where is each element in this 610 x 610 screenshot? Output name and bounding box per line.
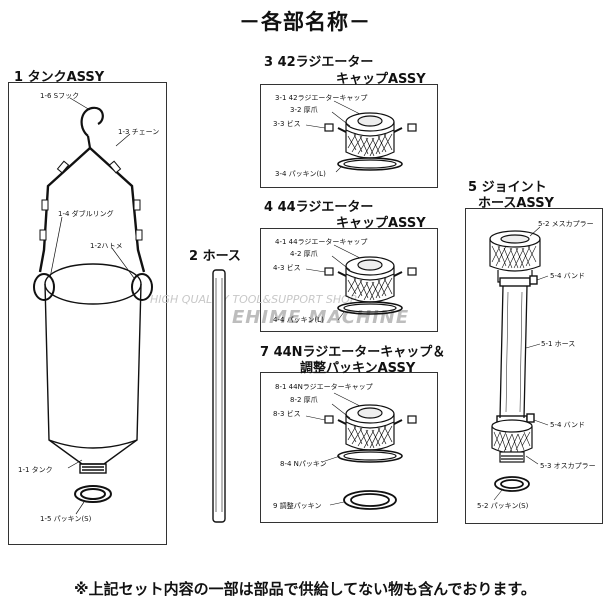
double-ring-icon	[33, 273, 153, 301]
label-cap42-claw: 3-2 厚爪	[290, 106, 318, 114]
label-cap44n-claw: 8-2 厚爪	[290, 396, 318, 404]
label-cap44-screw: 4-3 ビス	[273, 264, 301, 272]
packing-s-joint-icon	[494, 476, 530, 492]
label-cap42-packing: 3-4 パッキン(L)	[275, 170, 326, 178]
section-cap44-line1: 4 44ラジエーター	[264, 200, 374, 215]
radiator-cap-44n-icon	[324, 404, 417, 463]
female-coupler-icon	[489, 230, 541, 283]
cap42-assy-box	[260, 84, 438, 188]
label-female-coupler: 5-2 メスカプラー	[538, 220, 594, 228]
radiator-cap-44-icon	[324, 256, 417, 315]
packing-s-icon	[74, 485, 112, 503]
label-cap44-packing: 4-4 パッキン(L)	[273, 316, 324, 324]
label-packing-s: 1-5 パッキン(S)	[40, 515, 92, 523]
label-male-coupler: 5-3 オスカプラー	[540, 462, 596, 470]
joint-hose-icon	[499, 285, 528, 419]
label-cap44-claw: 4-2 厚爪	[290, 250, 318, 258]
label-grommet: 1-2ハトメ	[90, 242, 123, 250]
label-double-ring: 1-4 ダブルリング	[58, 210, 114, 218]
watermark-tagline: HIGH QUALITY TOOL&SUPPORT SHOP	[150, 293, 357, 306]
footnote: ※上記セット内容の一部は部品で供給してない物も含んでおります。	[74, 580, 536, 598]
adjust-packing-icon	[343, 490, 397, 510]
label-tank: 1-1 タンク	[18, 466, 53, 474]
label-cap42: 3-1 42ラジエーターキャップ	[275, 94, 368, 102]
section-joint-line1: 5 ジョイント	[468, 180, 547, 195]
s-hook-icon	[80, 106, 104, 149]
label-cap44n-screw: 8-3 ビス	[273, 410, 301, 418]
section-cap44n-line2: 調整パッキンASSY	[300, 361, 416, 376]
page-title: －各部名称－	[239, 10, 371, 34]
section-cap44-line2: キャップASSY	[336, 216, 426, 231]
label-adjust-packing: 9 調整パッキン	[273, 502, 322, 510]
joint-hose-assy-box	[465, 208, 603, 524]
section-joint-line2: ホースASSY	[478, 196, 554, 211]
label-cap44: 4-1 44ラジエーターキャップ	[275, 238, 368, 246]
label-chain: 1-3 チェーン	[118, 128, 160, 136]
radiator-cap-42-icon	[324, 112, 417, 171]
section-tank-assy: 1 タンクASSY	[14, 70, 105, 85]
cap44n-assy-box	[260, 372, 438, 523]
label-band-bottom: 5-4 バンド	[550, 421, 586, 429]
section-hose: 2 ホース	[189, 249, 241, 264]
label-cap42-screw: 3-3 ビス	[273, 120, 301, 128]
cap44-assy-box	[260, 228, 438, 332]
section-cap42-line2: キャップASSY	[336, 72, 426, 87]
chain-links-icon	[39, 160, 143, 241]
label-band-top: 5-4 バンド	[550, 272, 586, 280]
male-coupler-icon	[491, 419, 533, 463]
label-s-hook: 1-6 Sフック	[40, 92, 80, 100]
label-cap44n: 8-1 44Nラジエーターキャップ	[275, 383, 373, 391]
section-cap44n-line1: 7 44Nラジエーターキャップ＆	[260, 345, 446, 360]
section-cap42-line1: 3 42ラジエーター	[264, 55, 374, 70]
hose-icon	[212, 269, 226, 523]
label-joint-hose: 5-1 ホース	[541, 340, 576, 348]
label-n-packing: 8-4 Nパッキン	[280, 460, 327, 468]
tank-icon	[44, 263, 142, 474]
label-packing-s-joint: 5-2 パッキン(S)	[477, 502, 529, 510]
